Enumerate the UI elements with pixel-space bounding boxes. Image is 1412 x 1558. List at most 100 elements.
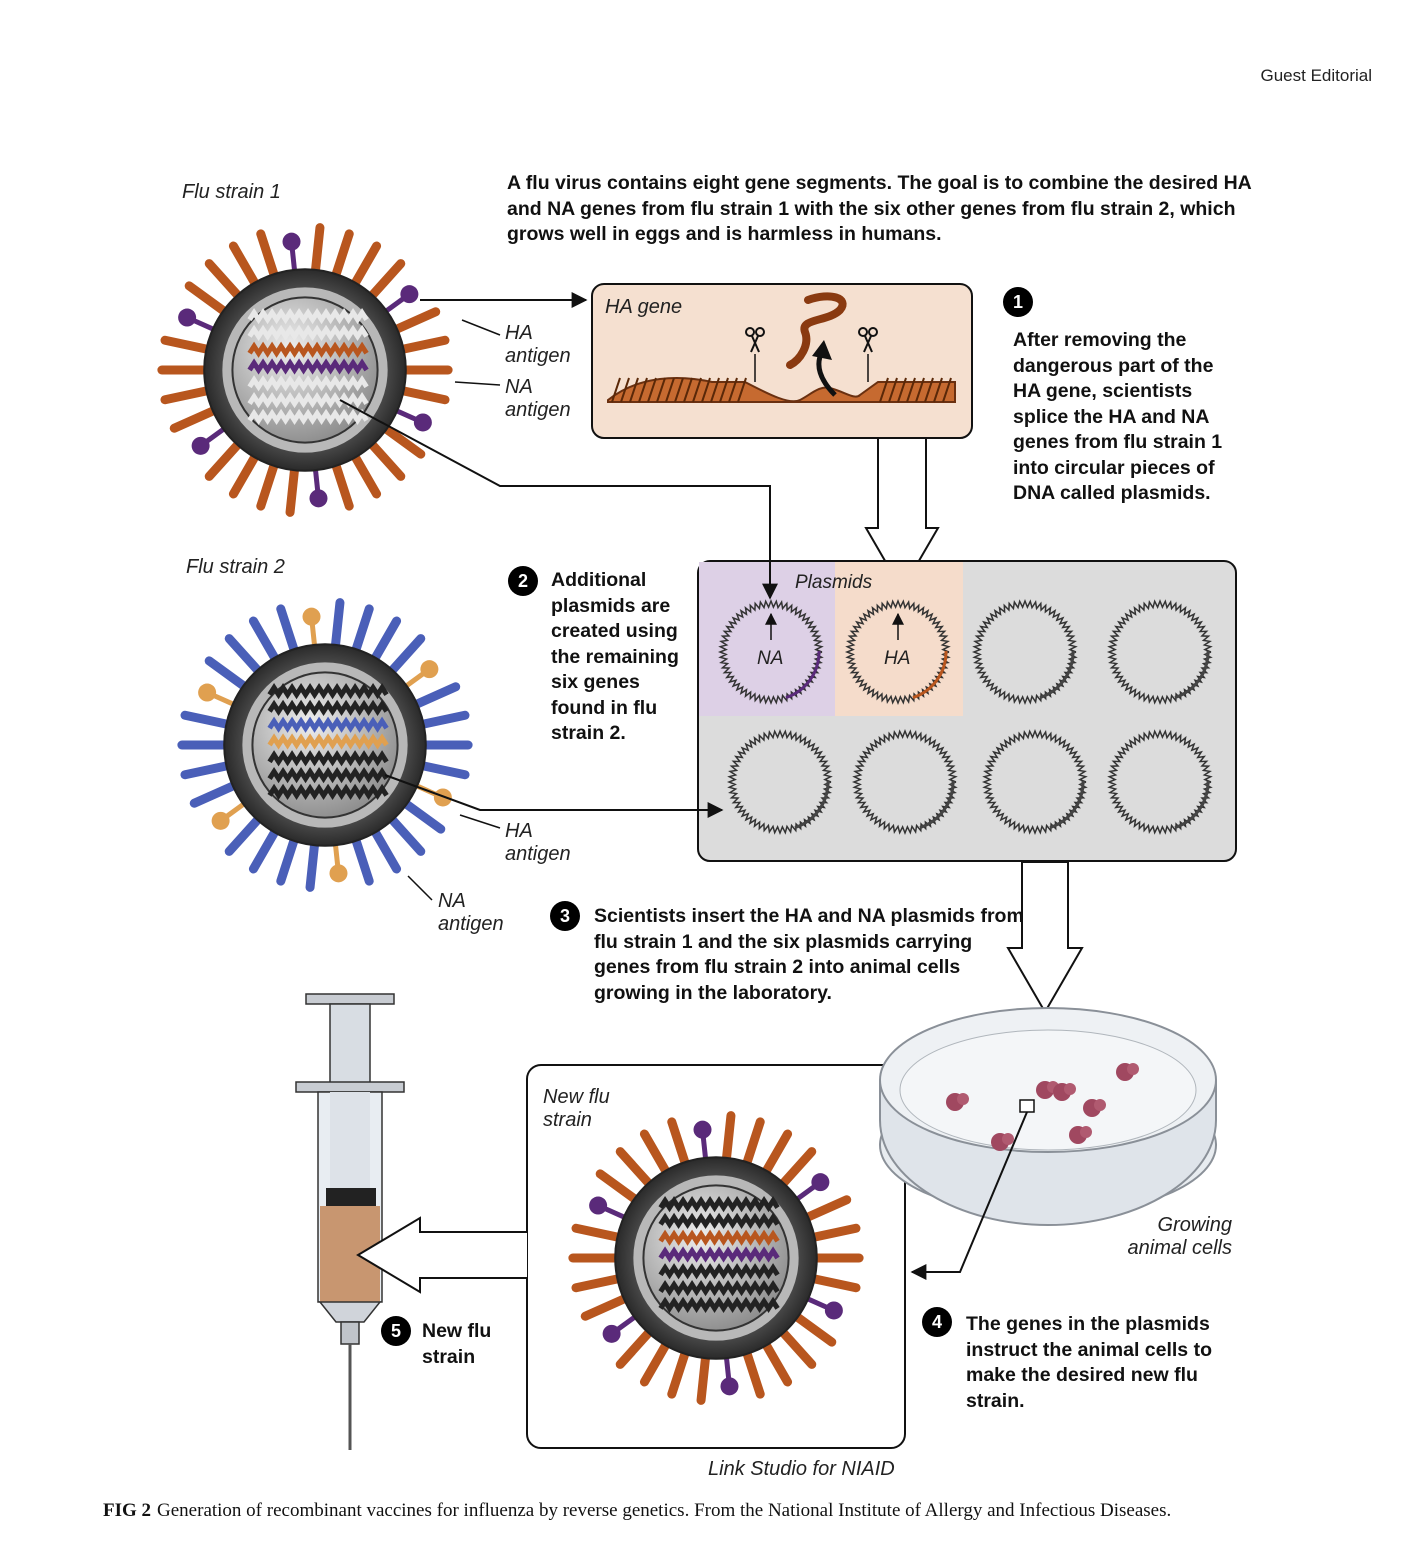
- step-4-badge: 4: [922, 1307, 952, 1337]
- gene-segment: [247, 324, 369, 342]
- ha-gene-title: HA gene: [605, 296, 683, 318]
- plasmid-ring: [717, 598, 824, 706]
- ha-spike: [407, 682, 461, 711]
- na-spike-head: [191, 436, 210, 455]
- ha-spike: [667, 1344, 691, 1399]
- caption-text: Generation of recombinant vaccines for i…: [157, 1500, 1172, 1521]
- cell-colony: [957, 1093, 969, 1105]
- ha-spike: [364, 436, 406, 481]
- new-strain-title: New flu strain: [543, 1086, 610, 1131]
- gene-segment: [267, 783, 389, 801]
- dish-label: Growing animal cells: [1127, 1214, 1232, 1259]
- ha-spike: [330, 598, 345, 655]
- ha-spike: [759, 1129, 793, 1180]
- ha-spike: [397, 796, 446, 834]
- ha-spike: [696, 1348, 711, 1405]
- plasmid-ring: [844, 598, 951, 706]
- plasmid-insert: [855, 732, 955, 832]
- na-spike-head: [198, 683, 217, 702]
- strain1-title: Flu strain 1: [182, 181, 281, 203]
- ha-spike: [394, 385, 450, 405]
- gene-segment: [247, 391, 369, 409]
- gene-segment: [247, 341, 369, 358]
- ha-spike: [414, 710, 470, 730]
- ha-spike: [775, 1147, 817, 1192]
- ha-plasmid-label: HA: [884, 648, 911, 669]
- arrow-dish-to-new-strain: [910, 1111, 1028, 1280]
- ha-spike: [759, 1336, 793, 1387]
- step-5-number: 5: [381, 1316, 411, 1346]
- ha-spike: [805, 1223, 861, 1243]
- cell-colonies: [946, 1063, 1139, 1151]
- strain2-na-label: NA antigen: [438, 890, 504, 935]
- na-plasmid-label: NA: [757, 648, 784, 669]
- plasmid-ring: [981, 728, 1088, 836]
- step-5-text: New flu strain: [422, 1320, 492, 1368]
- plasmid-ring: [971, 598, 1078, 706]
- gene-segment: [267, 699, 389, 717]
- plasmid-insert: [1110, 732, 1210, 832]
- intro-text: A flu virus contains eight gene segments…: [507, 172, 1252, 245]
- ha-spike: [384, 811, 426, 856]
- ha-spike: [639, 1336, 673, 1387]
- ha-spike: [414, 760, 470, 780]
- gene-segment: [267, 716, 389, 733]
- na-spike-head: [309, 489, 328, 508]
- virus-new-strain: [568, 1111, 864, 1405]
- plasmid-insert: [1110, 602, 1210, 702]
- na-spike-head: [811, 1173, 830, 1192]
- ha-spike: [775, 1324, 817, 1369]
- ha-spike: [387, 307, 441, 336]
- virus-strain-2: [177, 598, 473, 892]
- plasmid-ring: [1106, 728, 1213, 836]
- zoom-marker: [1019, 1099, 1035, 1113]
- ha-spike: [180, 710, 236, 730]
- cell-colony: [1094, 1099, 1106, 1111]
- ha-spike: [285, 460, 300, 517]
- excised-gene-segment: [786, 292, 847, 369]
- step-2-text: Additional plasmids are created using th…: [551, 569, 679, 744]
- scissors-icon: [745, 327, 765, 382]
- gene-segment: [267, 750, 389, 767]
- strain2-title: Flu strain 2: [186, 556, 285, 578]
- na-spike-head: [282, 232, 301, 251]
- scissors-icon: [858, 327, 878, 382]
- ha-spike: [204, 259, 246, 304]
- ha-spike: [224, 811, 266, 856]
- ha-spike: [276, 604, 300, 659]
- gene-segment: [658, 1212, 780, 1230]
- caption-label: FIG 2: [103, 1500, 152, 1521]
- step-5-badge: 5: [381, 1316, 411, 1346]
- gene-segment: [658, 1263, 780, 1280]
- na-spike-head: [693, 1120, 712, 1139]
- ha-spike: [224, 634, 266, 679]
- ha-spike: [639, 1129, 673, 1180]
- plasmid-circles: [717, 598, 1213, 836]
- ha-spike: [256, 456, 280, 511]
- ha-spike: [364, 259, 406, 304]
- na-spike-head: [329, 864, 348, 883]
- gene-segment: [267, 733, 389, 750]
- ha-spike: [248, 616, 282, 667]
- ha-spike: [330, 456, 354, 511]
- na-spike-head: [720, 1377, 739, 1396]
- na-spike-head: [413, 413, 432, 432]
- step-4-number: 4: [922, 1307, 952, 1337]
- ha-spike: [580, 1292, 634, 1321]
- ha-spike: [394, 335, 450, 355]
- ha-spike: [384, 634, 426, 679]
- strain1-na-label: NA antigen: [505, 376, 571, 421]
- gene-segment: [247, 375, 369, 392]
- plasmid-ring: [1106, 598, 1213, 706]
- ha-spike: [615, 1324, 657, 1369]
- gene-segment: [247, 408, 369, 426]
- ha-spike: [204, 656, 253, 694]
- arrow-ha-to-plasmids: [864, 437, 940, 592]
- ha-spike: [788, 1309, 837, 1347]
- petri-dish: [879, 1007, 1217, 1227]
- na-spike-head: [302, 607, 321, 626]
- ha-spike: [228, 241, 262, 292]
- step-3-badge: 3: [550, 901, 580, 931]
- arrow-new-strain-to-syringe: [356, 1216, 527, 1294]
